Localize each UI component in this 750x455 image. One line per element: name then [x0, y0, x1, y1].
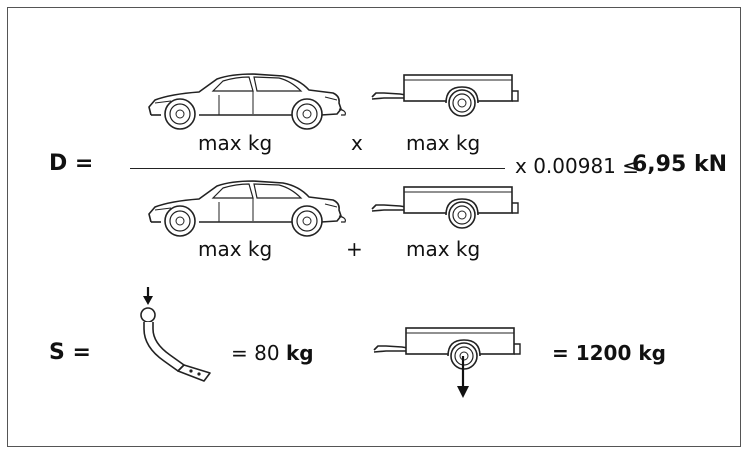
denominator-trailer-max-kg: max kg	[406, 237, 481, 261]
diagram-frame	[7, 7, 741, 447]
hitch-load-unit: kg	[285, 341, 314, 365]
formula-d-result: 6,95 kN	[632, 152, 727, 177]
formula-d-factor: x 0.00981 ≤	[515, 154, 640, 178]
numerator-operator: x	[351, 131, 363, 155]
trailer-icon	[373, 327, 521, 370]
car-icon	[148, 180, 347, 237]
hitch-load-value: = 80 kg	[231, 342, 314, 364]
fraction-line	[130, 168, 505, 169]
denominator-operator: +	[346, 237, 363, 261]
formula-d-label: D =	[49, 151, 94, 176]
down-arrow-icon	[457, 356, 469, 398]
denominator-car-max-kg: max kg	[198, 237, 273, 261]
car-icon	[148, 73, 347, 130]
trailer-icon	[371, 74, 519, 117]
numerator-car-max-kg: max kg	[198, 131, 273, 155]
tow-hitch-icon	[140, 287, 211, 382]
formula-s-label: S =	[49, 340, 91, 365]
numerator-trailer-max-kg: max kg	[406, 131, 481, 155]
trailer-load-value: = 1200 kg	[552, 341, 666, 365]
trailer-icon	[371, 186, 519, 229]
hitch-load-number: = 80	[231, 341, 280, 365]
